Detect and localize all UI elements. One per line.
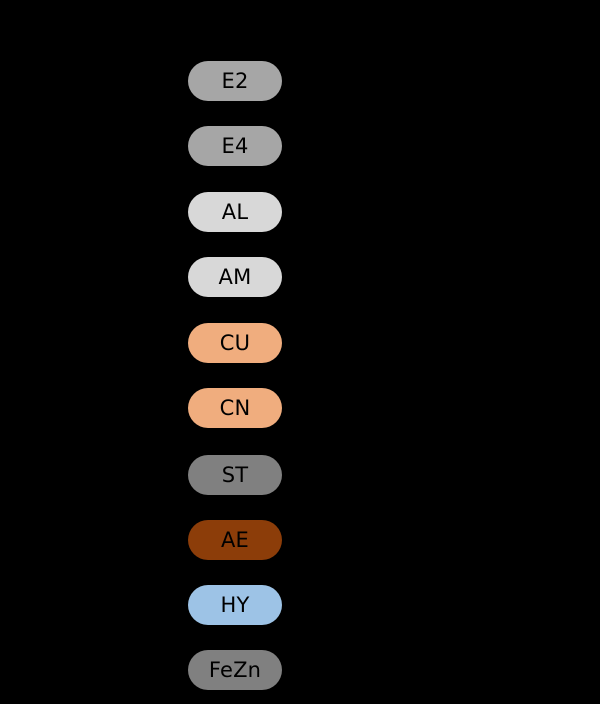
- node-label: CU: [219, 330, 251, 355]
- node-label: E4: [221, 133, 249, 158]
- node-am[interactable]: AM: [188, 257, 282, 297]
- node-label: ST: [221, 462, 249, 487]
- node-cn[interactable]: CN: [188, 388, 282, 428]
- node-ae[interactable]: AE: [188, 520, 282, 560]
- node-al[interactable]: AL: [188, 192, 282, 232]
- node-st[interactable]: ST: [188, 455, 282, 495]
- node-label: CN: [219, 395, 251, 420]
- node-label: E2: [221, 68, 249, 93]
- node-cu[interactable]: CU: [188, 323, 282, 363]
- node-label: FeZn: [208, 657, 262, 682]
- node-e4[interactable]: E4: [188, 126, 282, 166]
- node-label: AE: [220, 527, 250, 552]
- node-label: AM: [218, 264, 252, 289]
- node-label: AL: [221, 199, 249, 224]
- node-hy[interactable]: HY: [188, 585, 282, 625]
- node-e2[interactable]: E2: [188, 61, 282, 101]
- node-fezn[interactable]: FeZn: [188, 650, 282, 690]
- node-label: HY: [220, 592, 250, 617]
